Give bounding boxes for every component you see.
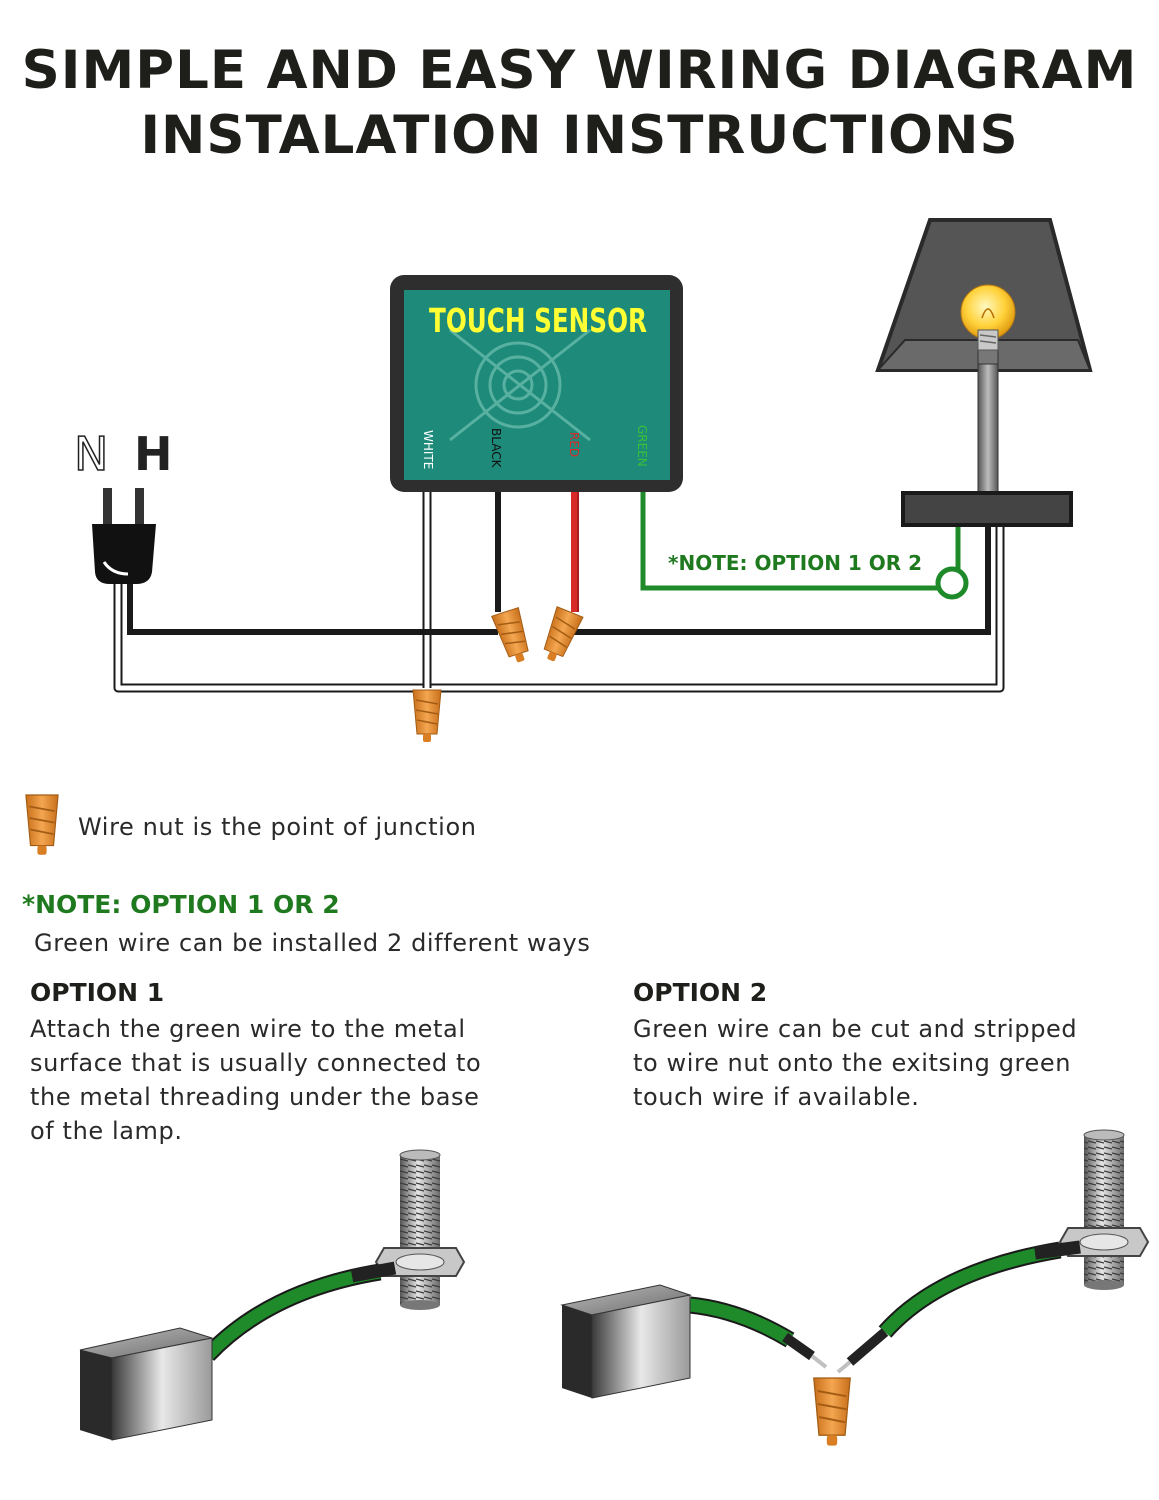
wire-label-white: WHITE (421, 430, 435, 469)
option2-line: to wire nut onto the exitsing green (633, 1049, 1072, 1077)
sensor-title: TOUCH SENSOR (429, 301, 647, 340)
option1-threaded-rod-icon (374, 1149, 466, 1310)
wire-nut-red (536, 606, 584, 667)
red-wire (571, 492, 579, 612)
option2-body: Green wire can be cut and stripped to wi… (633, 1012, 1153, 1114)
green-wire (640, 490, 969, 600)
wire-label-red: RED (567, 432, 581, 457)
option2-wire-nut-icon (812, 1377, 852, 1447)
option1-line: the metal threading under the base (30, 1083, 480, 1111)
legend-text: Wire nut is the point of junction (78, 813, 477, 841)
option1-heading: OPTION 1 (30, 978, 165, 1007)
option1-illustration (79, 1149, 466, 1441)
wire-label-black: BLACK (489, 428, 503, 469)
black-hot-wire (127, 490, 991, 635)
light-bulb-icon (960, 284, 1016, 351)
option2-heading: OPTION 2 (633, 978, 768, 1007)
option2-line: Green wire can be cut and stripped (633, 1015, 1078, 1043)
option1-body: Attach the green wire to the metal surfa… (30, 1012, 570, 1148)
note-heading: *NOTE: OPTION 1 OR 2 (22, 890, 340, 919)
lamp-icon (875, 218, 1093, 527)
touch-sensor-module: TOUCH SENSOR WHITE BLACK RED GREEN (390, 275, 683, 492)
option2-sensor-box-icon (560, 1284, 692, 1399)
option2-illustration (560, 1129, 1150, 1447)
white-neutral-wire (113, 490, 1005, 693)
option2-line: touch wire if available. (633, 1083, 920, 1111)
diagram-note-label: *NOTE: OPTION 1 OR 2 (668, 551, 922, 575)
power-plug-icon (92, 488, 156, 584)
hot-label: H (134, 427, 173, 481)
page-title-line-2: INSTALATION INSTRUCTIONS (140, 105, 1019, 166)
legend-wire-nut-icon (25, 794, 59, 856)
option1-sensor-box-icon (79, 1327, 213, 1441)
wire-nut-black (490, 606, 536, 667)
wire-nut-white (412, 689, 442, 743)
option1-line: Attach the green wire to the metal (30, 1015, 466, 1043)
neutral-label: N (74, 427, 108, 481)
page-title-line-1: SIMPLE AND EASY WIRING DIAGRAM (21, 40, 1138, 101)
wire-label-green: GREEN (635, 425, 649, 467)
option1-line: surface that is usually connected to (30, 1049, 482, 1077)
option1-line: of the lamp. (30, 1117, 183, 1145)
note-text: Green wire can be installed 2 different … (34, 929, 591, 957)
option2-threaded-rod-icon (1058, 1129, 1150, 1290)
